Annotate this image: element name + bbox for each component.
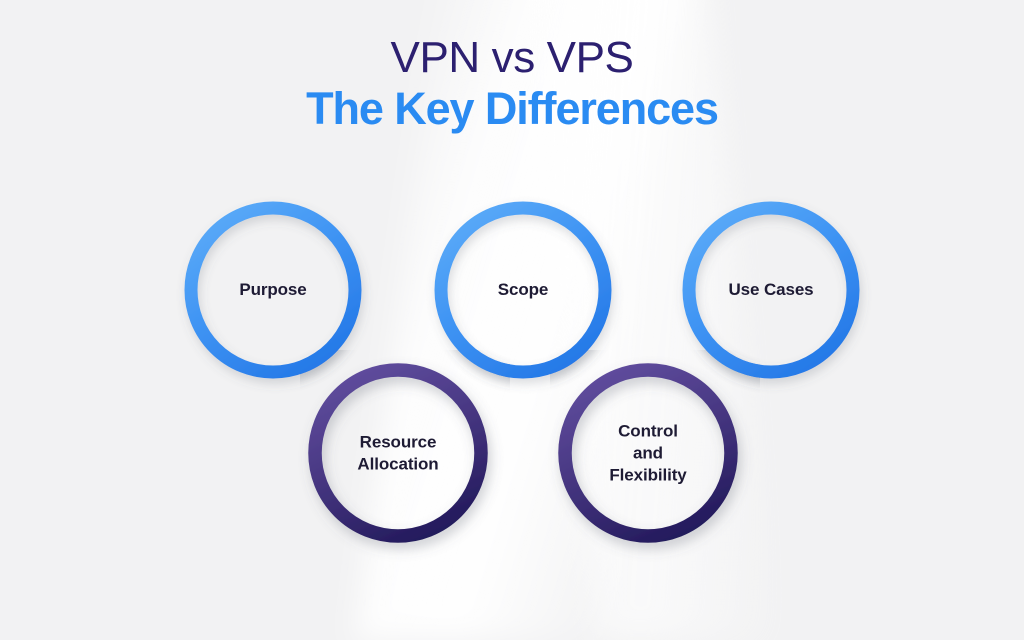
ring-purpose-stroke (184, 201, 362, 379)
ring-label-resource-allocation: Resource Allocation (357, 432, 439, 473)
page-title: VPN vs VPS The Key Differences (0, 33, 1024, 134)
ring-label-purpose: Purpose (239, 280, 307, 300)
title-line-primary: VPN vs VPS (390, 33, 634, 82)
title-line-secondary: The Key Differences (306, 83, 719, 134)
ring-label-control-and-flexibility: Control and Flexibility (609, 421, 687, 484)
ring-label-scope: Scope (497, 280, 549, 300)
ring-label-use-cases: Use Cases (728, 280, 814, 300)
